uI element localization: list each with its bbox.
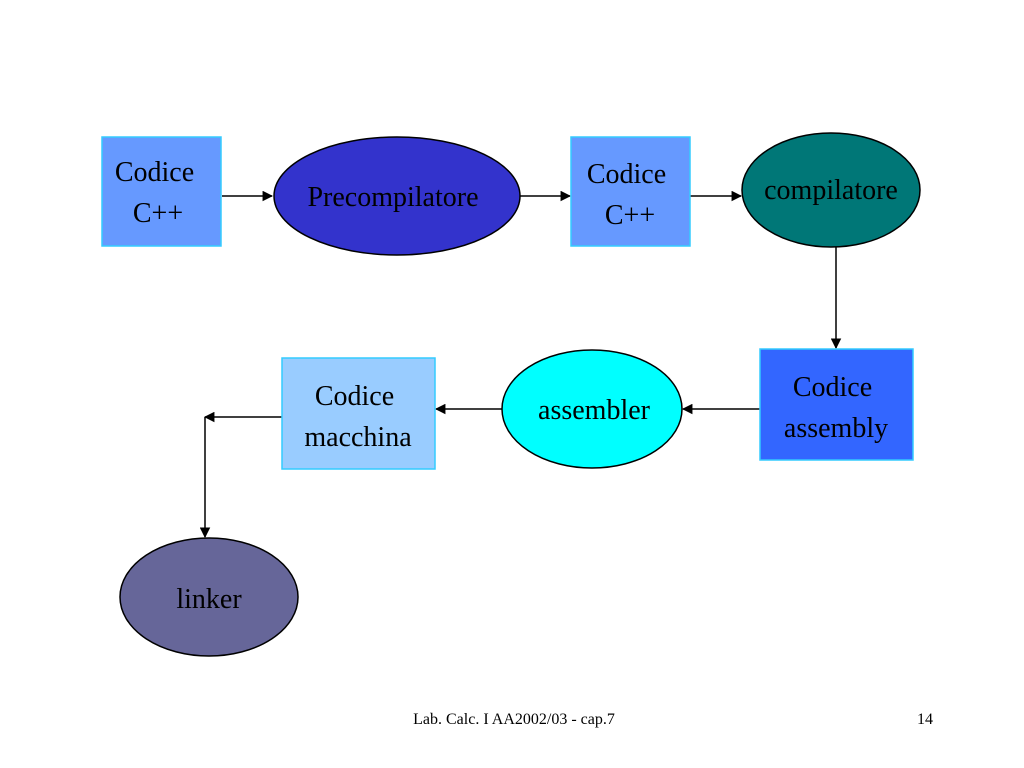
linker-label: linker	[176, 584, 242, 615]
source-code-1-line1: Codice	[115, 157, 194, 188]
node-assembly-code: Codice assembly	[759, 348, 914, 461]
source-code-1-line2: C++	[133, 198, 183, 229]
precompiler-ellipse	[273, 136, 521, 256]
linker-ellipse	[119, 537, 299, 657]
node-precompiler: Precompilatore	[273, 136, 521, 256]
machine-code-label: Codice macchina	[304, 381, 412, 453]
machine-code-line2: macchina	[304, 422, 412, 453]
source-code-1-box	[101, 136, 222, 247]
assembler-ellipse	[501, 349, 683, 469]
node-assembler: assembler	[501, 349, 683, 469]
source-code-2-box	[570, 136, 691, 247]
precompiler-label: Precompilatore	[307, 182, 478, 213]
source-code-1-label: Codice C++	[115, 157, 201, 229]
compiler-label: compilatore	[764, 175, 898, 206]
source-code-2-line2: C++	[605, 200, 655, 231]
node-compiler: compilatore	[741, 132, 921, 248]
footer-page-number: 14	[917, 711, 933, 728]
node-source-code-2: Codice C++	[570, 136, 691, 247]
source-code-2-line1: Codice	[587, 159, 666, 190]
machine-code-box	[281, 357, 436, 470]
node-source-code-1: Codice C++	[101, 136, 222, 247]
assembly-code-line2: assembly	[784, 413, 888, 444]
source-code-2-label: Codice C++	[587, 159, 673, 231]
footer-course: Lab. Calc. I AA2002/03 - cap.7	[413, 711, 615, 728]
node-machine-code: Codice macchina	[281, 357, 436, 470]
assembler-label: assembler	[538, 395, 651, 426]
assembly-code-line1: Codice	[793, 372, 872, 403]
assembly-code-label: Codice assembly	[784, 372, 888, 444]
node-linker: linker	[119, 537, 299, 657]
machine-code-line1: Codice	[315, 381, 394, 412]
compiler-ellipse	[741, 132, 921, 248]
connectors	[199, 190, 842, 539]
assembly-code-box	[759, 348, 914, 461]
